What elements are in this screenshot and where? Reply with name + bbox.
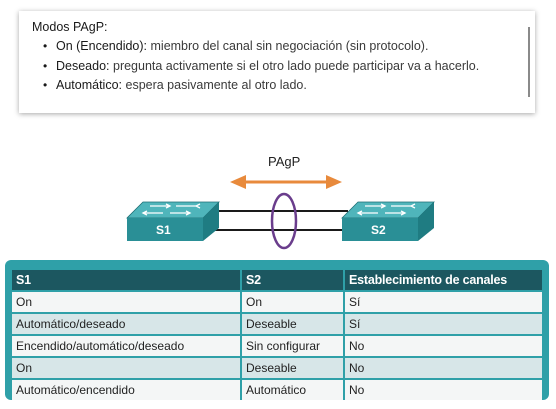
header-establishment: Establecimiento de canales (345, 270, 542, 290)
mode-term: Deseado: (56, 58, 110, 73)
table-row: Automático/encendido Automático No (12, 380, 542, 400)
header-s2: S2 (242, 270, 343, 290)
cell-result: No (345, 380, 542, 400)
cell-s2: Sin configurar (242, 336, 343, 356)
cell-result: Sí (345, 292, 542, 312)
cell-s2: Deseable (242, 358, 343, 378)
cell-s1: On (12, 292, 240, 312)
diagram-svg (126, 175, 435, 250)
bullet-icon: • (43, 78, 48, 92)
table-header-row: S1 S2 Establecimiento de canales (12, 270, 542, 290)
table-row: On On Sí (12, 292, 542, 312)
list-item: • Deseado: pregunta activamente si el ot… (43, 57, 521, 77)
mode-desc: miembro del canal sin negociación (sin p… (147, 39, 429, 53)
mode-term: On (Encendido): (56, 39, 148, 53)
header-s1: S1 (12, 270, 240, 290)
list-item: • Automático: espera pasivamente al otro… (43, 76, 521, 96)
mode-desc: pregunta activamente si el otro lado pue… (109, 58, 480, 73)
network-diagram: PAgP (0, 140, 556, 258)
switch-s1-icon[interactable] (126, 201, 220, 241)
cell-s1: Automático/deseado (12, 314, 240, 334)
double-arrow-icon (230, 175, 342, 189)
cell-result: No (345, 358, 542, 378)
table-row: Encendido/automático/deseado Sin configu… (12, 336, 542, 356)
table-row: Automático/deseado Deseable Sí (12, 314, 542, 334)
cell-s1: On (12, 358, 240, 378)
list-item: • On (Encendido): miembro del canal sin … (43, 37, 521, 57)
scrollbar[interactable] (528, 27, 530, 97)
info-title: Modos PAgP: (32, 20, 108, 34)
table-row: On Deseable No (12, 358, 542, 378)
channel-table-panel: S1 S2 Establecimiento de canales On On S… (5, 260, 549, 400)
cell-s2: Deseable (242, 314, 343, 334)
switch-s2-icon[interactable] (341, 201, 435, 241)
cell-s1: Automático/encendido (12, 380, 240, 400)
bullet-icon: • (43, 39, 48, 53)
switch-s2-label: S2 (371, 223, 386, 237)
protocol-label: PAgP (268, 154, 301, 169)
mode-desc: espera pasivamente al otro lado. (122, 78, 307, 92)
modes-list: • On (Encendido): miembro del canal sin … (32, 37, 521, 96)
cell-s1: Encendido/automático/deseado (12, 336, 240, 356)
cell-s2: On (242, 292, 343, 312)
switch-s1-label: S1 (156, 223, 171, 237)
link-lines (200, 210, 348, 231)
cell-result: Sí (345, 314, 542, 334)
bullet-icon: • (43, 58, 48, 73)
pagp-modes-box: Modos PAgP: • On (Encendido): miembro de… (19, 11, 535, 113)
mode-term: Automático: (56, 78, 123, 92)
bundle-ellipse-icon (270, 192, 298, 250)
cell-s2: Automático (242, 380, 343, 400)
channel-table: S1 S2 Establecimiento de canales On On S… (10, 268, 544, 402)
cell-result: No (345, 336, 542, 356)
